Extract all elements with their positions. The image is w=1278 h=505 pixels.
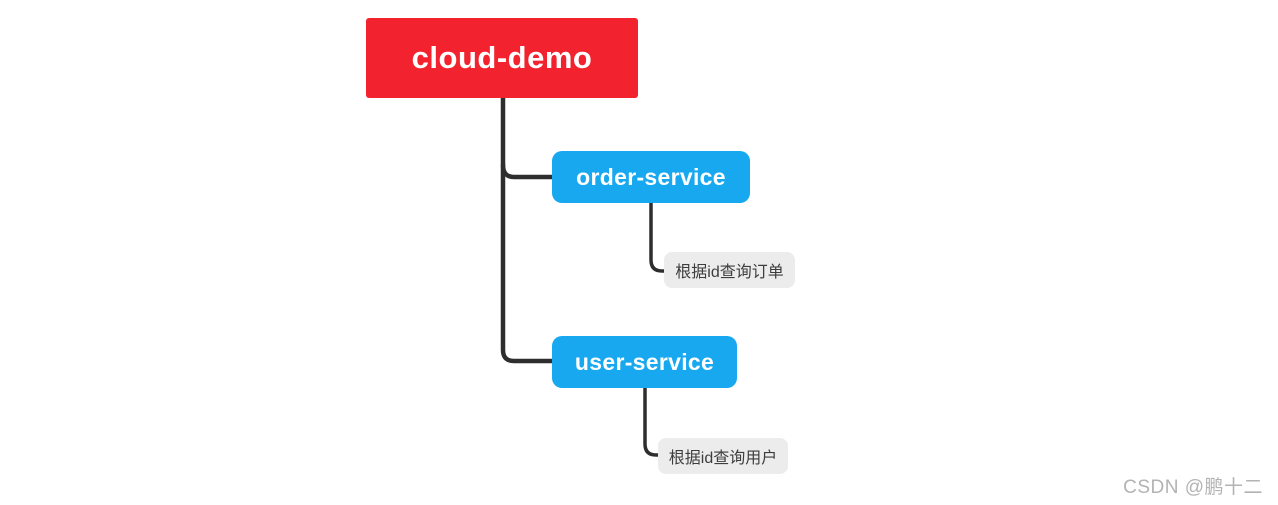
leaf-node-user-query: 根据id查询用户 [658,438,788,474]
branch-node-order-service-label: order-service [576,163,726,190]
branch-node-user-service-label: user-service [574,348,715,375]
connector-root-to-order-service [500,162,556,180]
branch-node-order-service: order-service [552,151,750,203]
leaf-node-user-query-label: 根据id查询用户 [668,450,778,467]
leaf-node-order-query-label: 根据id查询订单 [675,264,784,281]
connector-root-to-user-service [500,95,556,364]
branch-node-user-service: user-service [552,336,737,388]
root-node-cloud-demo: cloud-demo [366,18,638,98]
csdn-watermark: CSDN @鹏十二 [1123,477,1263,498]
leaf-node-order-query: 根据id查询订单 [664,252,795,288]
root-node-label: cloud-demo [411,40,593,75]
